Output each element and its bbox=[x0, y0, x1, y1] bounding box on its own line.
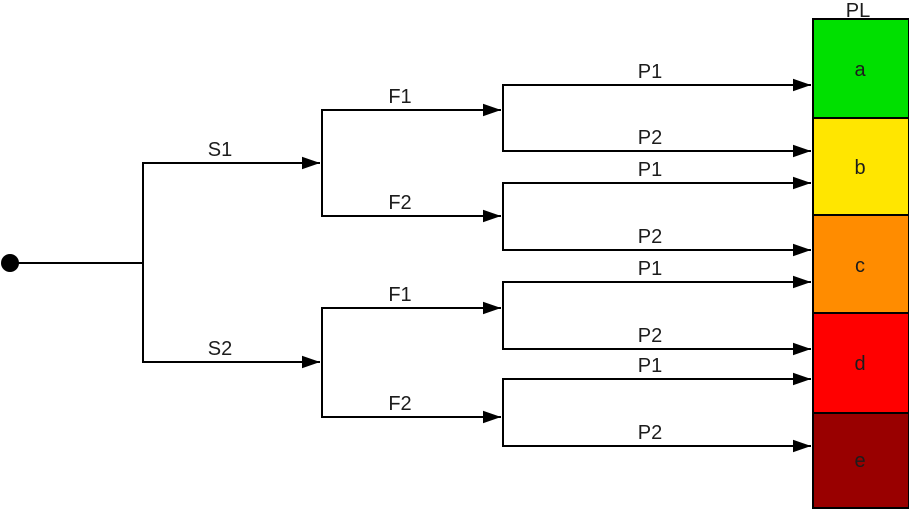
outcome-box-e bbox=[812, 412, 909, 509]
branch-p2-2-label: P2 bbox=[638, 226, 662, 248]
branch-p2-3-label: P2 bbox=[638, 325, 662, 347]
outcome-label-c: c bbox=[855, 255, 865, 277]
branch-s2-label: S2 bbox=[208, 338, 232, 360]
outcome-label-d: d bbox=[854, 353, 865, 375]
branch-f2-lower-label: F2 bbox=[388, 393, 411, 415]
branch-p1-3-label: P1 bbox=[638, 258, 662, 280]
outcome-box-c bbox=[812, 214, 909, 314]
start-node-dot bbox=[1, 254, 19, 272]
branch-p1-1-label: P1 bbox=[638, 61, 662, 83]
outcome-label-e: e bbox=[854, 450, 865, 472]
branch-p2-1-label: P2 bbox=[638, 127, 662, 149]
column-header-pl: PL bbox=[846, 0, 870, 22]
branch-f1-lower-label: F1 bbox=[388, 284, 411, 306]
branch-p2-4-label: P2 bbox=[638, 422, 662, 444]
outcome-box-a bbox=[812, 18, 909, 119]
branch-p1-4-label: P1 bbox=[638, 355, 662, 377]
outcome-box-d bbox=[812, 312, 909, 414]
branch-f2-upper-label: F2 bbox=[388, 192, 411, 214]
outcome-label-b: b bbox=[854, 157, 865, 179]
branch-f1-upper-label: F1 bbox=[388, 86, 411, 108]
branch-p1-2-label: P1 bbox=[638, 159, 662, 181]
outcome-label-a: a bbox=[854, 59, 866, 81]
branch-s1-label: S1 bbox=[208, 139, 232, 161]
outcome-box-b bbox=[812, 117, 909, 216]
